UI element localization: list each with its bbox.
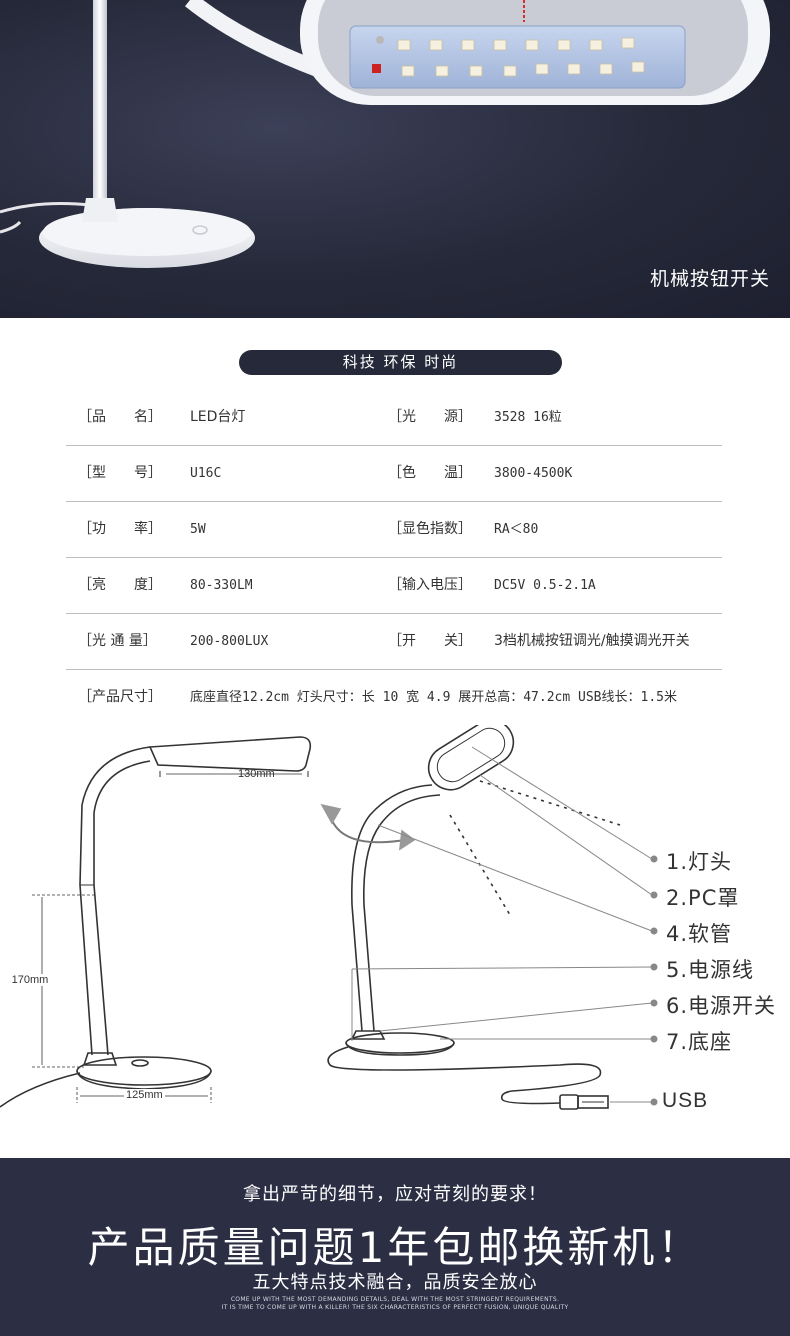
hero-caption: 机械按钮开关 <box>649 268 770 290</box>
spec-value: 200-800LUX <box>190 634 269 649</box>
spec-value: 80-330LM <box>190 578 253 593</box>
spec-row: ［功 率］ 5W ［显色指数］ RA＜80 <box>66 502 722 558</box>
spec-value: RA＜80 <box>494 522 539 537</box>
dimension-base-diameter: 125mm <box>124 1089 165 1101</box>
spec-key: ［品 名］ <box>78 409 162 425</box>
spec-value: DC5V 0.5-2.1A <box>494 578 596 593</box>
spec-key: ［光 通 量］ <box>78 633 157 649</box>
part-label-hose: 4.软管 <box>666 922 733 946</box>
part-label-base: 7.底座 <box>666 1030 733 1054</box>
dimension-height: 170mm <box>0 974 60 986</box>
banner-headline: 产品质量问题1年包邮换新机！ <box>87 1223 703 1272</box>
angled-view-drawing <box>320 725 658 1110</box>
part-label-pc-cover: 2.PC罩 <box>666 886 740 910</box>
spec-value: LED台灯 <box>190 409 246 425</box>
part-label-head: 1.灯头 <box>666 850 733 874</box>
dimension-head-length: 130mm <box>238 768 275 780</box>
part-label-usb: USB <box>662 1089 709 1112</box>
quality-banner: 拿出严苛的细节，应对苛刻的要求！ 产品质量问题1年包邮换新机！ 五大特点技术融合… <box>0 1158 790 1336</box>
spec-key: ［亮 度］ <box>78 577 162 593</box>
spec-value: 3528 16粒 <box>494 410 562 425</box>
spec-row: ［型 号］ U16C ［色 温］ 3800-4500K <box>66 446 722 502</box>
spec-value: 3档机械按钮调光/触摸调光开关 <box>494 633 690 649</box>
spec-key: ［色 温］ <box>388 465 472 481</box>
banner-tagline: 拿出严苛的细节，应对苛刻的要求！ <box>243 1184 547 1205</box>
spec-key: ［功 率］ <box>78 521 162 537</box>
lamp-photo-illustration <box>0 0 770 268</box>
spec-value: 底座直径12.2cm 灯头尺寸：长 10 宽 4.9 展开总高：47.2cm U… <box>190 690 677 705</box>
spec-value: U16C <box>190 466 222 481</box>
lamp-line-drawings <box>0 725 658 1110</box>
banner-fineprint: IT IS TIME TO COME UP WITH A KILLER! THE… <box>221 1304 569 1311</box>
spec-table: ［品 名］ LED台灯 ［光 源］ 3528 16粒 ［型 号］ U16C ［色… <box>66 390 722 725</box>
side-view-drawing <box>0 736 312 1108</box>
part-label-power-switch: 6.电源开关 <box>666 994 777 1018</box>
spec-key: ［型 号］ <box>78 465 162 481</box>
banner-fineprint: COME UP WITH THE MOST DEMANDING DETAILS,… <box>230 1296 560 1303</box>
spec-value: 5W <box>190 522 206 537</box>
diagram-section: 130mm 170mm 125mm 1.灯头 2.PC罩 4.软管 5.电源线 … <box>0 725 790 1150</box>
spec-key: ［开 关］ <box>388 633 472 649</box>
spec-value: 3800-4500K <box>494 466 573 481</box>
banner-subline: 五大特点技术融合，品质安全放心 <box>252 1272 538 1293</box>
spec-key: ［显色指数］ <box>388 521 472 537</box>
spec-key: ［光 源］ <box>388 409 472 425</box>
spec-row: ［品 名］ LED台灯 ［光 源］ 3528 16粒 <box>66 390 722 446</box>
spec-key: ［产品尺寸］ <box>78 689 162 705</box>
section-heading: 科技 环保 时尚 <box>239 350 562 375</box>
spec-row-size: ［产品尺寸］ 底座直径12.2cm 灯头尺寸：长 10 宽 4.9 展开总高：4… <box>66 670 722 725</box>
spec-key: ［输入电压］ <box>388 577 472 593</box>
part-label-power-cord: 5.电源线 <box>666 958 755 982</box>
product-photo: 机械按钮开关 <box>0 0 790 318</box>
spec-row: ［光 通 量］ 200-800LUX ［开 关］ 3档机械按钮调光/触摸调光开关 <box>66 614 722 670</box>
spec-row: ［亮 度］ 80-330LM ［输入电压］ DC5V 0.5-2.1A <box>66 558 722 614</box>
